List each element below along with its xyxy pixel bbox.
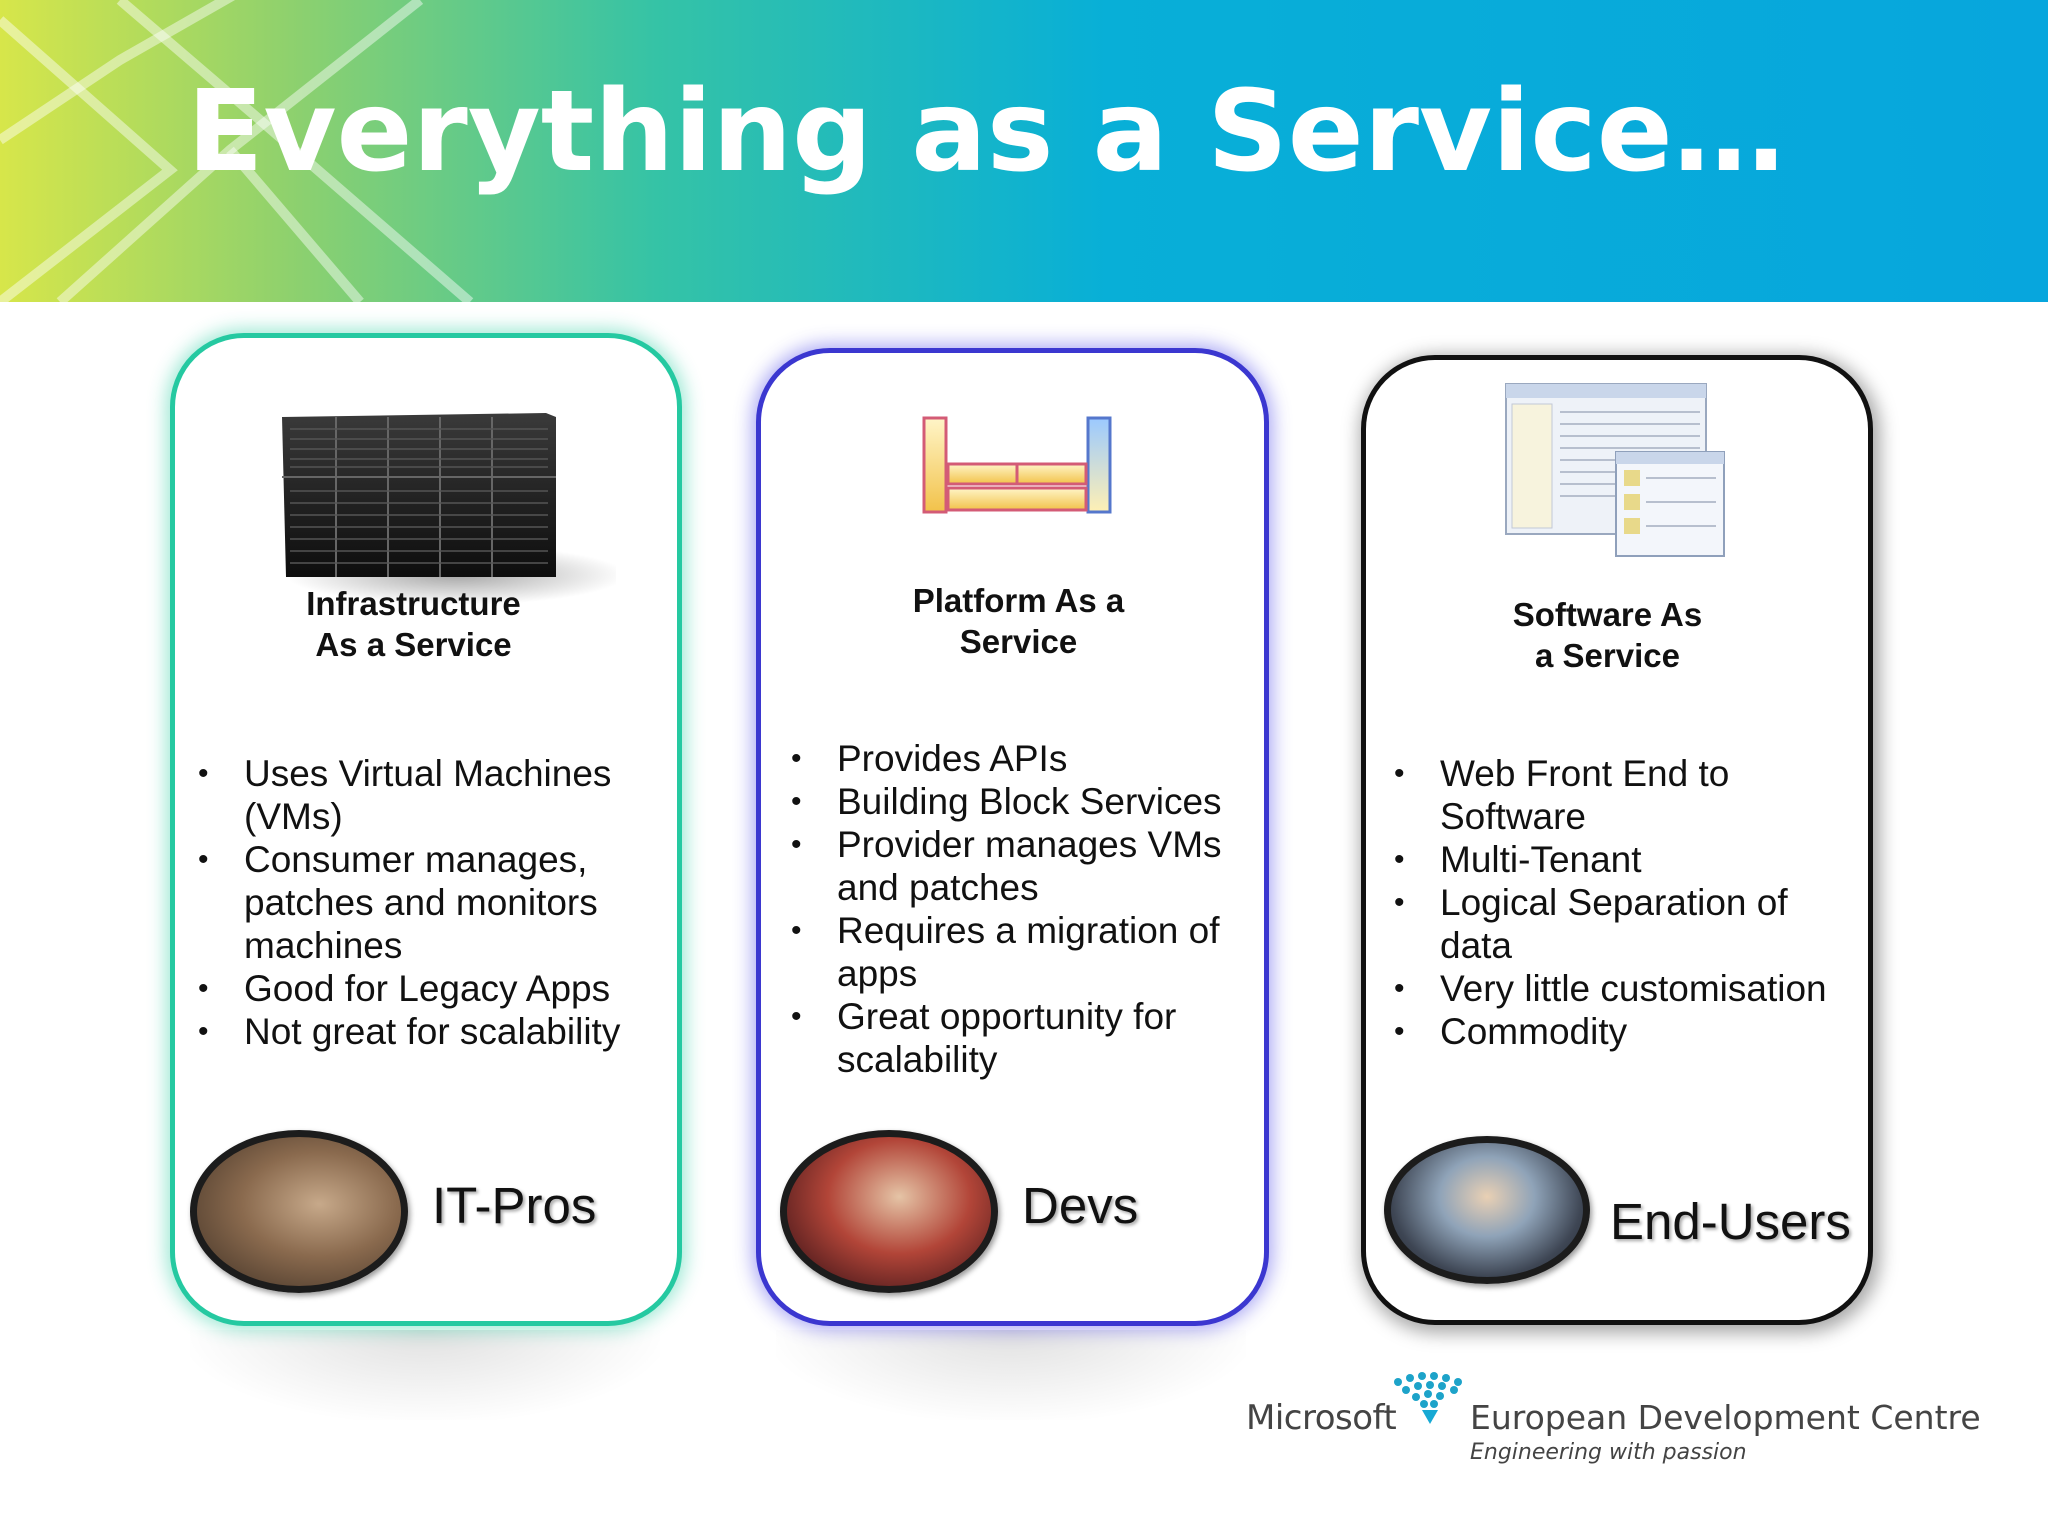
header-banner: Everything as a Service… — [0, 0, 2048, 302]
list-item: Commodity — [1394, 1010, 1854, 1053]
audience-label: End-Users — [1610, 1193, 1851, 1250]
list-item: Logical Separation of data — [1394, 881, 1854, 967]
end-user-photo — [1384, 1136, 1590, 1284]
list-item: Provider manages VMs and patches — [791, 823, 1251, 909]
card-shadow — [776, 1330, 1246, 1420]
list-item: Consumer manages, patches and monitors m… — [198, 838, 658, 967]
edc-tagline: Engineering with passion — [1470, 1440, 1747, 1465]
card-paas-title-line: Platform As a — [912, 582, 1125, 619]
server-rack-image — [282, 413, 616, 605]
list-item: Provides APIs — [791, 737, 1251, 780]
card-paas-title: Platform As a Service — [846, 580, 1191, 662]
slide-title: Everything as a Service… — [187, 67, 1785, 197]
list-item: Very little customisation — [1394, 967, 1854, 1010]
microsoft-wordmark: Microsoft — [1246, 1398, 1397, 1438]
list-item: Not great for scalability — [198, 1010, 658, 1053]
list-item: Great opportunity for scalability — [791, 995, 1251, 1081]
edc-wordmark: European Development Centre — [1470, 1398, 1981, 1437]
audience-label: Devs — [1022, 1177, 1139, 1234]
card-iaas-title-line: Infrastructure — [306, 585, 521, 622]
card-paas-bullets: Provides APIs Building Block Services Pr… — [791, 737, 1251, 1081]
list-item: Good for Legacy Apps — [198, 967, 658, 1010]
developer-photo — [780, 1130, 998, 1293]
card-saas-title-line: Software As — [1512, 596, 1703, 633]
software-window-screenshot — [1505, 383, 1725, 557]
card-iaas-bullets: Uses Virtual Machines (VMs) Consumer man… — [198, 752, 658, 1053]
card-saas-bullets: Web Front End to Software Multi-Tenant L… — [1394, 752, 1854, 1053]
card-shadow — [190, 1330, 660, 1420]
header-decoration — [0, 0, 474, 302]
edc-logo-icon — [1394, 1372, 1462, 1424]
list-item: Requires a migration of apps — [791, 909, 1251, 995]
card-saas-title: Software As a Service — [1430, 594, 1785, 676]
card-iaas-title: Infrastructure As a Service — [236, 583, 591, 665]
list-item: Uses Virtual Machines (VMs) — [198, 752, 658, 838]
card-saas-title-line: a Service — [1535, 637, 1680, 674]
it-pro-photo — [190, 1130, 408, 1293]
audience-label: IT-Pros — [432, 1177, 597, 1234]
card-paas-title-line: Service — [959, 623, 1078, 660]
card-iaas-title-line: As a Service — [315, 626, 512, 663]
platform-blocks-icon — [922, 416, 1112, 514]
list-item: Building Block Services — [791, 780, 1251, 823]
list-item: Multi-Tenant — [1394, 838, 1854, 881]
list-item: Web Front End to Software — [1394, 752, 1854, 838]
